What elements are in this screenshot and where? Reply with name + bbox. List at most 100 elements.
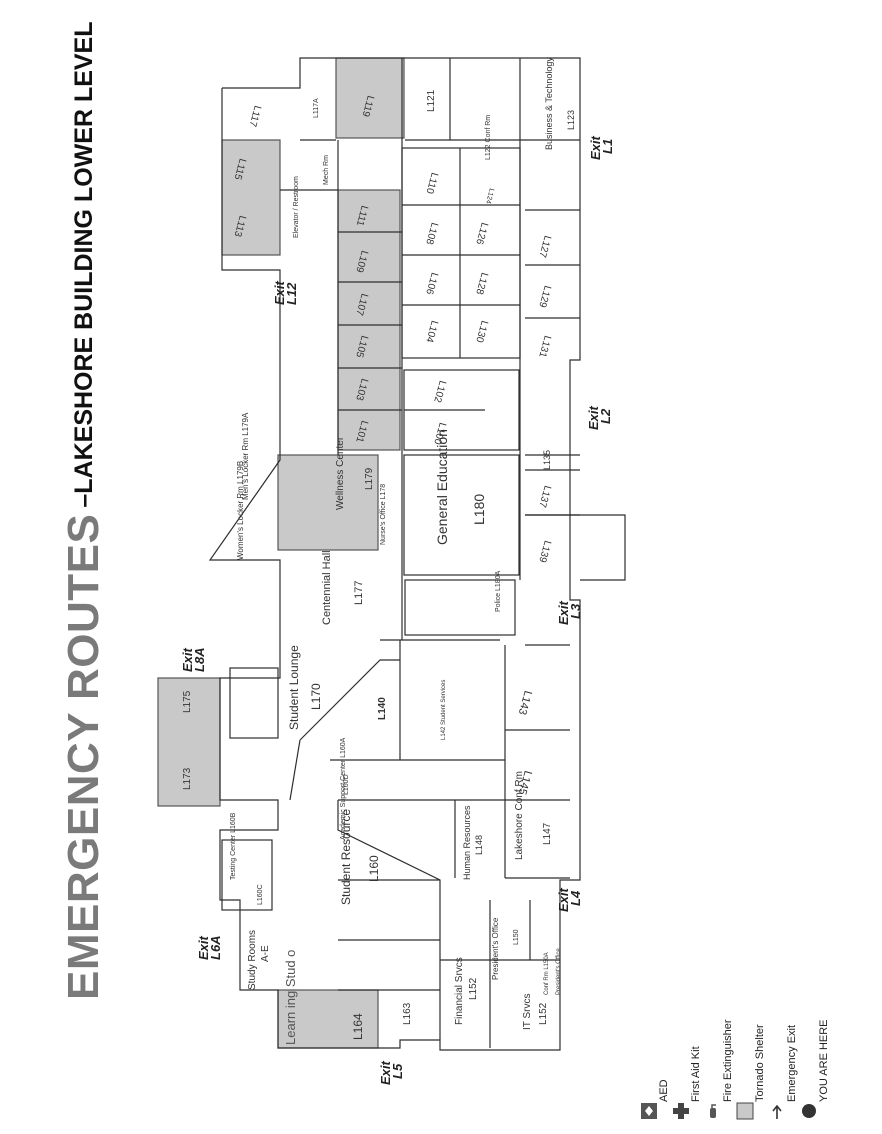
legend-item-fire-extinguisher: Fire Extinguisher — [700, 970, 734, 1120]
first-aid-icon — [673, 1103, 689, 1119]
room-presidents-office-2: President's Office — [556, 948, 562, 995]
room-learning-studio: Learn ing Stud o — [283, 950, 298, 1045]
room-l127: L127 — [536, 234, 552, 259]
exit-code: L4 — [568, 890, 583, 906]
exit-word: Exit — [556, 600, 571, 625]
room-testing: Testing Center L160B — [230, 812, 237, 880]
room-academic-support: Academic Support Center L160A — [340, 737, 347, 840]
room-l121: L121 — [426, 89, 437, 112]
label-study-rooms: Study Rooms — [247, 930, 258, 990]
exit-l5: Exit L5 — [378, 1060, 405, 1085]
room-police: Police L180A — [495, 570, 502, 612]
room-l152b: L152 — [538, 1002, 549, 1025]
you-are-here-icon — [802, 1104, 816, 1118]
room-l175: L175 — [182, 690, 193, 713]
room-l131: L131 — [536, 334, 552, 359]
legend-item-emergency-exit: Emergency Exit — [764, 970, 798, 1120]
room-l111: L111 — [354, 204, 370, 227]
room-l129: L129 — [536, 284, 552, 309]
room-gen-ed: General Education — [434, 429, 450, 545]
room-l128: L128 — [473, 271, 489, 296]
legend-label: YOU ARE HERE — [818, 1019, 830, 1102]
room-l115: L115 — [231, 157, 247, 181]
label-mens-locker: Men's Locker Rm L179A — [241, 412, 250, 500]
room-student-lounge: Student Lounge — [287, 645, 301, 730]
exit-l12: Exit L12 — [272, 280, 299, 305]
room-l110: L110 — [423, 171, 439, 195]
exit-l4: Exit L4 — [556, 887, 583, 912]
room-l173: L173 — [182, 767, 193, 790]
exit-word: Exit — [272, 280, 287, 305]
room-business-tech: Business & Technology — [544, 57, 554, 150]
exit-word: Exit — [378, 1060, 393, 1085]
exit-code: L1 — [600, 139, 615, 154]
exit-l8a: Exit L8A — [180, 647, 207, 672]
legend-item-you-are-here: YOU ARE HERE — [796, 970, 830, 1120]
exit-code: L12 — [284, 282, 299, 305]
fire-extinguisher-icon — [710, 1104, 716, 1118]
legend-item-first-aid: First Aid Kit — [668, 970, 702, 1120]
room-mech-rm: Mech Rm — [323, 155, 330, 185]
room-l160c: L160C — [257, 884, 264, 905]
label-womens-locker: Women's Locker Rm L179B — [236, 461, 245, 560]
room-l126: L126 — [473, 221, 489, 246]
exit-code: L6A — [208, 935, 223, 960]
room-l152a: L152 — [468, 977, 479, 1000]
room-lakeshore-conf: Lakeshore Conf Rm — [514, 771, 525, 860]
room-student-services: L142 Student Services — [441, 680, 447, 740]
room-l122: L122 Conf Rm — [485, 115, 492, 160]
room-l179: L179 — [364, 467, 375, 490]
exit-code: L3 — [568, 603, 583, 619]
room-l104: L104 — [423, 319, 439, 344]
room-it-srvcs: IT Srvcs — [522, 994, 533, 1030]
room-l170: L170 — [309, 683, 323, 710]
room-labels: L119 L121 L117 L117A L115 L113 Elevator … — [182, 57, 576, 1045]
room-l130: L130 — [473, 319, 489, 344]
room-l160: L160 — [367, 855, 381, 882]
room-l124: L124 — [484, 187, 495, 204]
room-l143: L143 — [516, 689, 534, 716]
exit-l1: Exit L1 — [588, 135, 615, 160]
room-elevator-restroom: Elevator / Restroom — [293, 176, 300, 238]
tornado-shelter-areas — [157, 57, 405, 1049]
walls — [157, 57, 626, 1051]
legend-item-tornado-shelter: Tornado Shelter — [732, 970, 766, 1120]
room-l180: L180 — [471, 494, 487, 525]
room-l163: L163 — [402, 1002, 413, 1025]
room-l113: L113 — [231, 214, 247, 238]
legend: AED First Aid Kit Fire Extinguisher Torn… — [636, 970, 836, 1125]
room-l108: L108 — [423, 221, 439, 246]
exit-word: Exit — [586, 405, 601, 430]
exit-word: Exit — [588, 135, 603, 160]
room-l160d: L160D — [343, 774, 350, 795]
room-l148: L148 — [474, 835, 484, 855]
exit-l3: Exit L3 — [556, 600, 583, 625]
aed-icon — [641, 1103, 657, 1119]
tornado-shelter-icon — [736, 1102, 754, 1120]
label-study-rooms-range: A-E — [260, 945, 271, 962]
room-l117a: L117A — [313, 98, 320, 118]
exit-word: Exit — [196, 935, 211, 960]
room-financial: Financial Srvcs — [454, 957, 465, 1025]
exit-labels: Exit L1 Exit L2 Exit L3 Exit L4 Exit L5 … — [180, 135, 615, 1085]
exit-code: L8A — [192, 647, 207, 672]
emergency-exit-icon — [772, 1104, 782, 1119]
exit-word: Exit — [180, 647, 195, 672]
room-l135: L135 — [542, 450, 552, 470]
room-l147: L147 — [542, 822, 553, 845]
exit-l2: Exit L2 — [586, 405, 613, 430]
exit-code: L2 — [598, 408, 613, 424]
exit-code: L5 — [390, 1063, 405, 1079]
room-l177: L177 — [353, 581, 365, 605]
room-l139: L139 — [536, 539, 552, 564]
room-l102: L102 — [431, 379, 447, 404]
room-l117: L117 — [246, 104, 262, 128]
room-conf-l150a: Conf Rm L150A — [544, 952, 550, 995]
room-presidents: President's Office — [491, 917, 500, 980]
room-centennial: Centennial Hall — [321, 550, 333, 625]
room-l164: L164 — [351, 1013, 365, 1040]
room-l137: L137 — [536, 484, 552, 509]
room-student-resource: Student Resource — [339, 809, 353, 905]
room-wellness: Wellness Center — [335, 436, 346, 510]
